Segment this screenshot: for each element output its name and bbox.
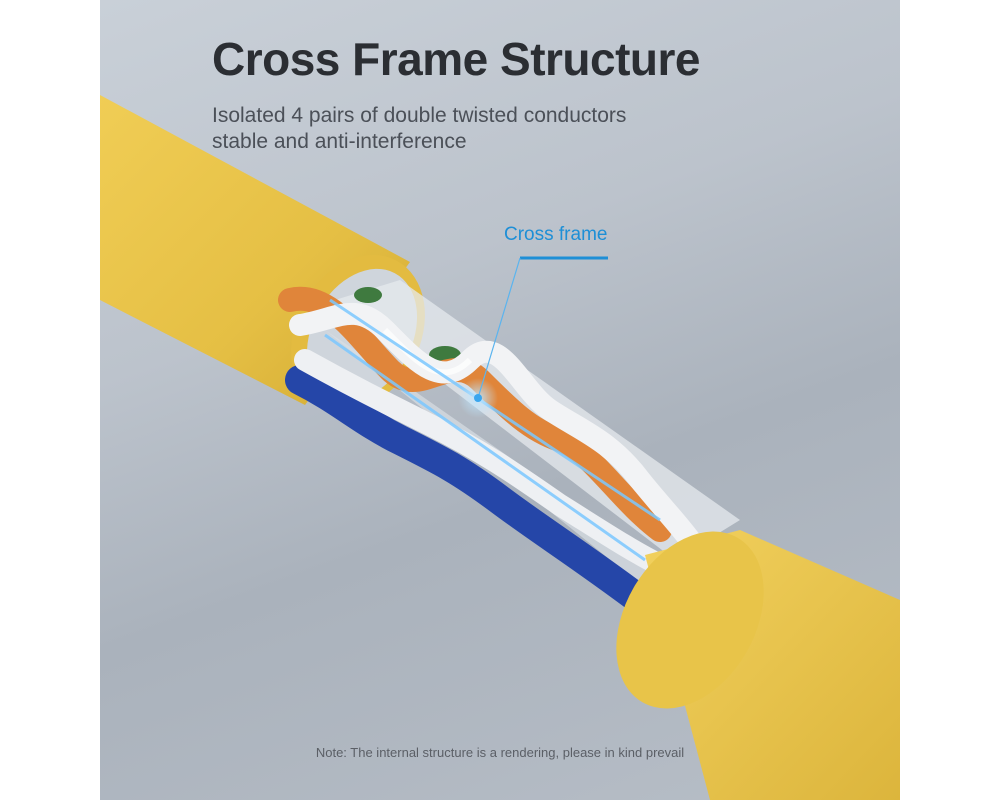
subtitle: Isolated 4 pairs of double twisted condu… [212, 103, 732, 155]
subtitle-line-1: Isolated 4 pairs of double twisted condu… [212, 104, 627, 127]
disclaimer-note: Note: The internal structure is a render… [315, 745, 685, 760]
subtitle-line-2: stable and anti-interference [212, 130, 467, 153]
right-cable-jacket [616, 530, 900, 800]
page-title: Cross Frame Structure [212, 33, 701, 85]
cable-illustration [100, 95, 900, 800]
product-image-panel: Cross Frame Structure Isolated 4 pairs o… [100, 0, 900, 800]
callout-dot [474, 394, 482, 402]
cross-frame-label: Cross frame [504, 224, 608, 245]
callout-leader [474, 256, 608, 402]
